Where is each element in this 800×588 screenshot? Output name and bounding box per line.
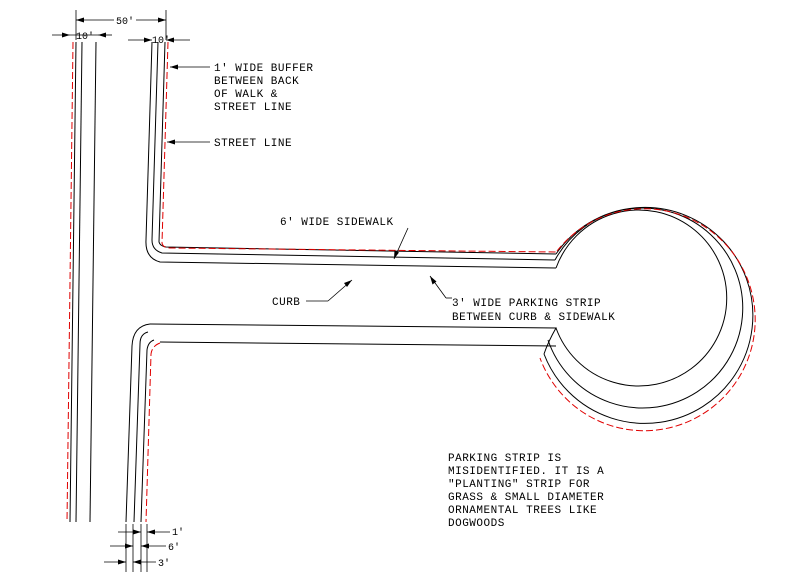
cul-de-sac-bulb [539,206,756,432]
note-line-4: GRASS & SMALL DIAMETER [448,492,604,504]
parking-strip-label-line-1: 3' WIDE PARKING STRIP [452,298,601,310]
left-roadway-edge [66,41,97,523]
note-line-3: "PLANTING" STRIP FOR [448,479,590,491]
sidewalk-callout: 6' WIDE SIDEWALK [280,217,409,260]
dimension-label-3ft: 3' [158,558,170,570]
curb-label: CURB [272,297,300,309]
dimension-label-10ft-left: 10' [76,31,94,43]
dimension-50ft: 50' [75,10,167,40]
note-line-2: MISIDENTIFIED. IT IS A [448,466,604,478]
note-block: PARKING STRIP IS MISIDENTIFIED. IT IS A … [448,453,604,530]
dimension-10ft-right: 10' [128,35,190,47]
parking-strip-label-line-2: BETWEEN CURB & SIDEWALK [452,312,615,324]
sidewalk-label: 6' WIDE SIDEWALK [280,217,394,229]
bottom-dimensions: 1' 6' 3' [104,524,184,572]
curb-callout: CURB [272,279,353,309]
dimension-label-10ft-right: 10' [152,35,170,47]
buffer-label-line-2: BETWEEN BACK [214,76,299,88]
dimension-label-1ft: 1' [172,527,184,539]
dimension-label-50ft: 50' [116,16,134,28]
buffer-label-line-3: OF WALK & [214,89,278,101]
street-line-label: STREET LINE [214,138,292,150]
dimension-label-6ft: 6' [168,542,180,554]
buffer-label-line-4: STREET LINE [214,102,292,114]
parking-strip-callout: 3' WIDE PARKING STRIP BETWEEN CURB & SID… [429,275,615,324]
buffer-label-line-1: 1' WIDE BUFFER [214,63,313,75]
buffer-callout: 1' WIDE BUFFER BETWEEN BACK OF WALK & ST… [170,63,313,114]
note-line-1: PARKING STRIP IS [448,453,562,465]
street-line-callout: STREET LINE [167,138,292,150]
note-line-6: DOGWOODS [448,518,505,530]
upper-right-roadway-edge [145,41,557,269]
dimension-10ft-left: 10' [52,31,112,43]
note-line-5: ORNAMENTAL TREES LIKE [448,505,597,517]
lower-right-roadway-edge [125,323,557,523]
